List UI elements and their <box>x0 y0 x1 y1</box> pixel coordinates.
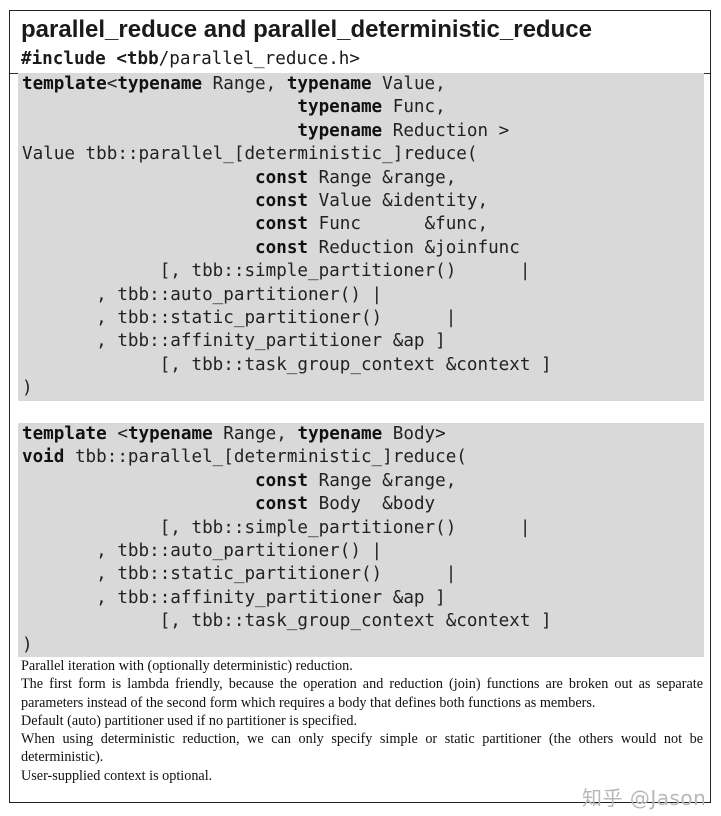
code-form-1: template<typename Range, typename Value,… <box>18 73 704 401</box>
code-text: Func &func, <box>308 214 489 235</box>
code-line: const Func &func, <box>22 213 704 236</box>
code-line: ) <box>22 377 704 400</box>
code-line: [, tbb::simple_partitioner() | <box>22 517 704 540</box>
code-line: , tbb::auto_partitioner() | <box>22 540 704 563</box>
code-line: , tbb::auto_partitioner() | <box>22 284 704 307</box>
code-text: , tbb::static_partitioner() | <box>22 564 457 585</box>
code-text: , tbb::affinity_partitioner &ap ] <box>22 587 446 608</box>
code-keyword: const <box>255 237 309 258</box>
code-line: const Body &body <box>22 493 704 516</box>
code-text: , tbb::static_partitioner() | <box>22 307 457 328</box>
code-keyword: typename <box>297 120 383 141</box>
include-line: #include <tbb/parallel_reduce.h> <box>21 48 360 71</box>
code-line: const Range &range, <box>22 470 704 493</box>
code-line: const Reduction &joinfunc <box>22 237 704 260</box>
code-text <box>22 238 255 258</box>
code-text: Range, <box>212 424 298 444</box>
code-text: , tbb::auto_partitioner() | <box>22 284 383 305</box>
code-line: [, tbb::task_group_context &context ] <box>22 610 704 633</box>
code-keyword: typename <box>117 74 203 94</box>
code-text: Value tbb::parallel_[deterministic_]redu… <box>22 144 478 165</box>
code-keyword: const <box>255 214 309 235</box>
code-line: , tbb::static_partitioner() | <box>22 307 704 330</box>
code-line: const Range &range, <box>22 167 704 190</box>
description: Parallel iteration with (optionally dete… <box>21 657 703 785</box>
code-keyword: typename <box>297 97 383 118</box>
code-text: Value, <box>371 74 446 94</box>
code-text: Value &identity, <box>308 190 489 211</box>
code-keyword: template <box>22 74 107 94</box>
code-text: tbb::parallel_[deterministic_]reduce( <box>64 447 467 468</box>
card-title: parallel_reduce and parallel_determinist… <box>21 16 592 43</box>
code-text <box>22 168 255 188</box>
code-keyword: const <box>255 470 309 491</box>
code-text: , tbb::auto_partitioner() | <box>22 540 383 561</box>
code-text: Reduction > <box>382 120 510 141</box>
description-paragraph: Parallel iteration with (optionally dete… <box>21 658 353 674</box>
code-text <box>22 191 255 211</box>
code-text: [, tbb::simple_partitioner() | <box>22 517 531 538</box>
code-text: [, tbb::simple_partitioner() | <box>22 261 531 282</box>
code-form-2: template <typename Range, typename Body>… <box>18 423 704 657</box>
code-keyword: const <box>255 190 309 211</box>
code-keyword: const <box>255 494 309 515</box>
code-text: ) <box>22 378 33 399</box>
code-text <box>22 214 255 234</box>
code-text <box>22 97 297 117</box>
description-paragraph: User-supplied context is optional. <box>21 767 213 784</box>
description-paragraph: The first form is lambda friendly, becau… <box>21 676 703 711</box>
code-line: , tbb::affinity_partitioner &ap ] <box>22 587 704 610</box>
code-text: Reduction &joinfunc <box>308 237 520 258</box>
code-keyword: typename <box>127 424 213 444</box>
code-text: Body> <box>382 424 446 444</box>
code-keyword: typename <box>286 74 372 94</box>
code-line: template <typename Range, typename Body> <box>22 423 704 446</box>
code-text <box>22 494 255 514</box>
include-keyword: #include <box>21 49 106 69</box>
code-line: const Value &identity, <box>22 190 704 213</box>
code-line: [, tbb::simple_partitioner() | <box>22 260 704 283</box>
code-text: Func, <box>382 97 446 118</box>
code-text: Range &range, <box>308 167 457 188</box>
code-keyword: typename <box>297 424 383 444</box>
code-text <box>22 471 255 491</box>
code-text: [, tbb::task_group_context &context ] <box>22 354 552 375</box>
description-paragraph: When using deterministic reduction, we c… <box>21 731 703 766</box>
description-paragraph: Default (auto) partitioner used if no pa… <box>21 712 358 729</box>
code-keyword: template <box>22 424 107 444</box>
code-text: , tbb::affinity_partitioner &ap ] <box>22 331 446 352</box>
code-text: [, tbb::task_group_context &context ] <box>22 611 552 632</box>
code-line: Value tbb::parallel_[deterministic_]redu… <box>22 143 704 166</box>
code-text: Range, <box>202 74 287 94</box>
code-text <box>22 121 297 141</box>
code-line: typename Reduction > <box>22 120 704 143</box>
code-text: < <box>106 424 128 444</box>
code-line: , tbb::static_partitioner() | <box>22 563 704 586</box>
reference-card: parallel_reduce and parallel_determinist… <box>9 10 711 810</box>
include-open: <tbb <box>116 49 159 69</box>
code-line: ) <box>22 634 704 657</box>
code-text: Body &body <box>308 494 436 515</box>
code-line: typename Func, <box>22 96 704 119</box>
code-line: void tbb::parallel_[deterministic_]reduc… <box>22 446 704 469</box>
code-text: ) <box>22 634 33 655</box>
code-line: template<typename Range, typename Value, <box>22 73 704 96</box>
watermark: 知乎 @Jason <box>582 786 707 810</box>
code-keyword: void <box>22 447 65 468</box>
include-header: /parallel_reduce.h> <box>158 49 360 69</box>
code-line: , tbb::affinity_partitioner &ap ] <box>22 330 704 353</box>
code-line: [, tbb::task_group_context &context ] <box>22 354 704 377</box>
code-text: Range &range, <box>308 470 457 491</box>
code-keyword: const <box>255 167 309 188</box>
code-text: < <box>106 74 118 94</box>
